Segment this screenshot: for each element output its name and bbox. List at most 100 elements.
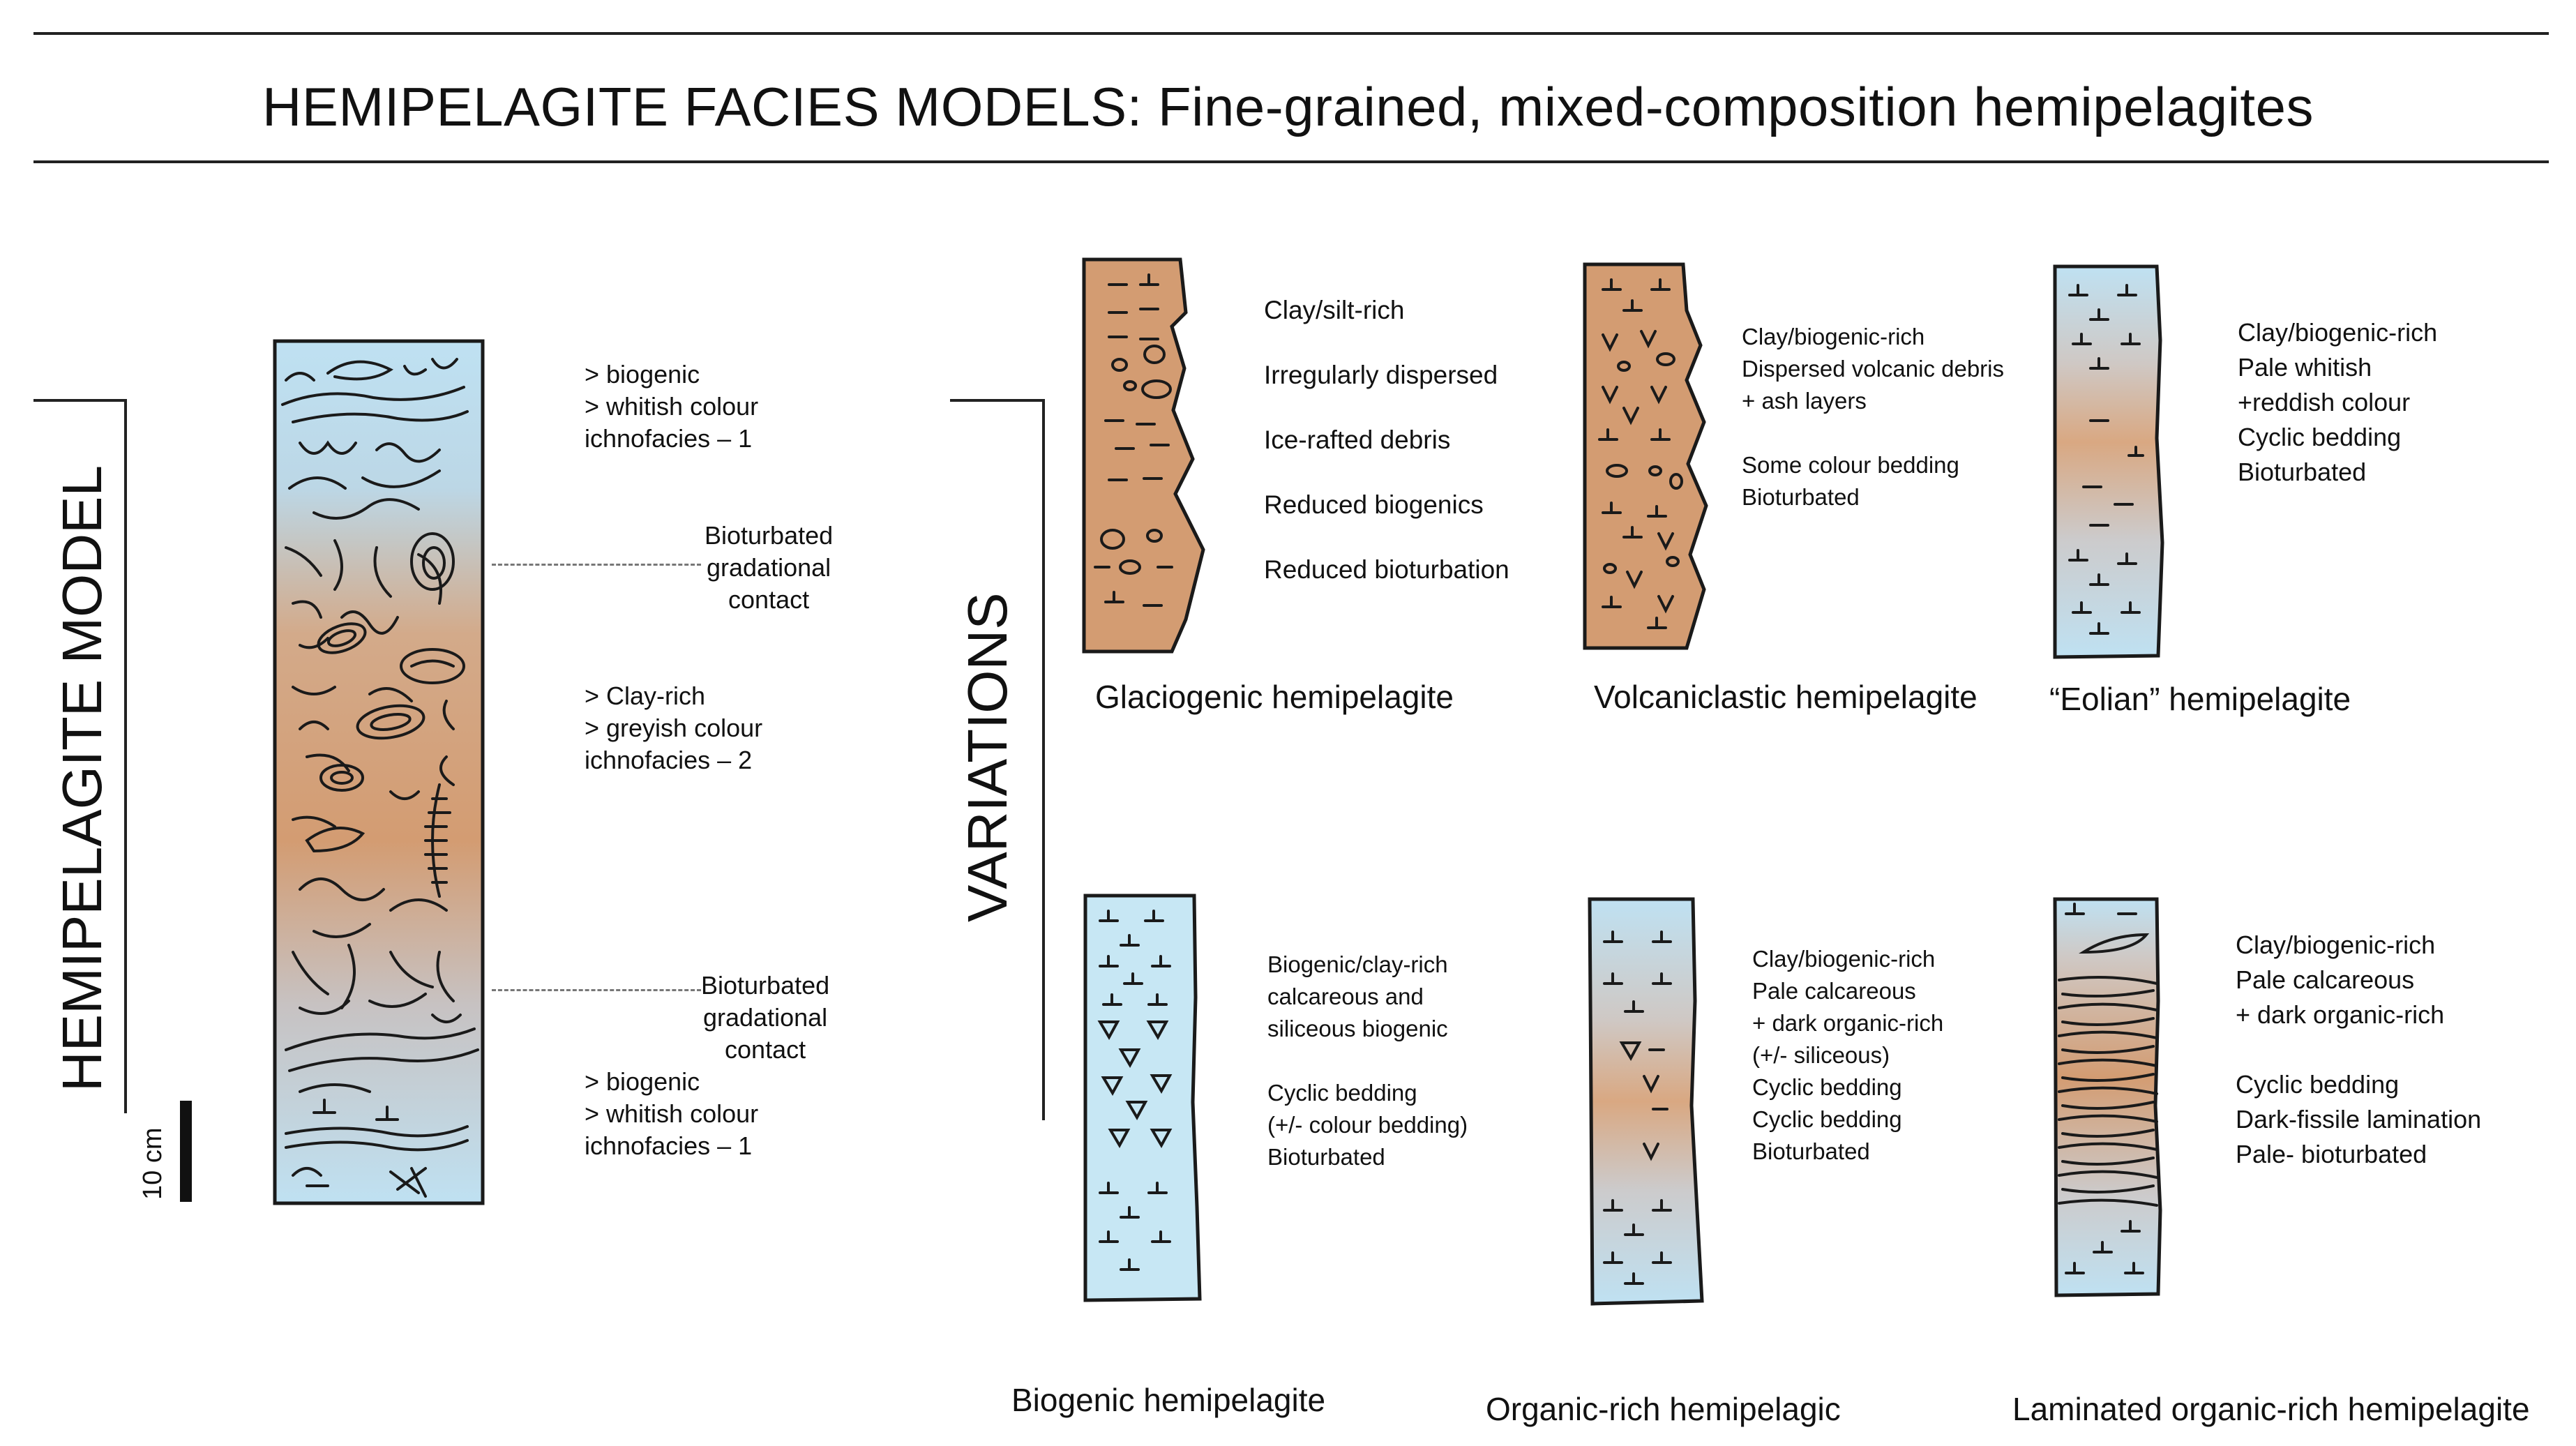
volcaniclastic-column <box>1583 262 1708 650</box>
model-note-middle-line: > Clay-rich <box>585 681 706 710</box>
volcaniclastic-note-line: Bioturbated <box>1742 484 1860 510</box>
model-note-contact-upper: Bioturbated gradational contact <box>705 520 833 616</box>
organic-caption: Organic-rich hemipelagic <box>1486 1391 1841 1427</box>
volcaniclastic-note-line: Clay/biogenic-rich <box>1742 324 1925 349</box>
laminated-column-body <box>2053 897 2162 1297</box>
model-note-bottom-line: > whitish colour <box>585 1099 759 1128</box>
eolian-note-line: Bioturbated <box>2238 458 2367 486</box>
glaciogenic-note-line: Reduced bioturbation <box>1264 555 1509 584</box>
model-note-top: > biogenic > whitish colour ichnofacies … <box>585 359 758 455</box>
volcaniclastic-note-line: Some colour bedding <box>1742 452 1959 478</box>
model-note-contact-line: gradational <box>703 1003 828 1032</box>
laminated-note-line: Dark-fissile lamination <box>2236 1105 2482 1134</box>
glaciogenic-note-line: Irregularly dispersed <box>1264 361 1498 389</box>
model-column-body <box>273 339 485 1205</box>
laminated-notes: Clay/biogenic-rich Pale calcareous + dar… <box>2236 928 2481 1172</box>
model-note-middle-line: ichnofacies – 2 <box>585 746 753 774</box>
laminated-note-line: Pale calcareous <box>2236 965 2415 994</box>
biogenic-note-line <box>1267 1045 1468 1077</box>
model-note-top-line: > biogenic <box>585 360 700 389</box>
volcaniclastic-column-body <box>1583 262 1708 650</box>
laminated-note-line: Cyclic bedding <box>2236 1070 2400 1099</box>
biogenic-note-line: Biogenic/clay-rich <box>1267 951 1448 977</box>
organic-column-body <box>1588 897 1704 1306</box>
organic-note-line: + dark organic-rich <box>1752 1010 1944 1036</box>
laminated-caption: Laminated organic-rich hemipelagite <box>2012 1391 2530 1427</box>
biogenic-note-line: calcareous and <box>1267 984 1424 1009</box>
organic-notes: Clay/biogenic-rich Pale calcareous + dar… <box>1752 943 1943 1168</box>
volcaniclastic-note-line <box>1742 417 2004 449</box>
model-note-middle-line: > greyish colour <box>585 714 763 742</box>
eolian-note-line: Clay/biogenic-rich <box>2238 318 2438 347</box>
laminated-note-line <box>2236 1032 2481 1067</box>
contact-upper-leader <box>492 564 701 566</box>
organic-note-line: Bioturbated <box>1752 1138 1870 1164</box>
biogenic-note-line: Cyclic bedding <box>1267 1080 1417 1106</box>
biogenic-caption: Biogenic hemipelagite <box>1011 1382 1326 1418</box>
scale-bar <box>180 1101 192 1202</box>
biogenic-note-line: Bioturbated <box>1267 1144 1385 1170</box>
model-note-top-line: ichnofacies – 1 <box>585 424 753 453</box>
volcaniclastic-notes: Clay/biogenic-rich Dispersed volcanic de… <box>1742 321 2004 513</box>
model-note-middle: > Clay-rich > greyish colour ichnofacies… <box>585 680 762 776</box>
glaciogenic-note-line: Ice-rafted debris <box>1264 425 1451 454</box>
eolian-column <box>2053 264 2164 659</box>
title-rule-top <box>33 32 2549 35</box>
eolian-note-line: +reddish colour <box>2238 388 2411 416</box>
organic-note-line: Cyclic bedding <box>1752 1074 1902 1100</box>
biogenic-symbols <box>1097 910 1173 1271</box>
model-note-contact-line: Bioturbated <box>701 971 830 1000</box>
biogenic-note-line: (+/- colour bedding) <box>1267 1112 1468 1138</box>
eolian-note-line: Cyclic bedding <box>2238 423 2402 451</box>
figure-title: HEMIPELAGITE FACIES MODELS: Fine-grained… <box>262 76 2314 137</box>
glaciogenic-symbols <box>1094 273 1173 607</box>
model-bioturbation-traces <box>281 358 479 1198</box>
model-note-contact-line: contact <box>728 585 810 614</box>
organic-note-line: Pale calcareous <box>1752 978 1916 1004</box>
variations-bracket <box>950 399 1045 1120</box>
laminated-note-line: + dark organic-rich <box>2236 1000 2445 1029</box>
glaciogenic-notes: Clay/silt-rich Irregularly dispersed Ice… <box>1264 278 1509 602</box>
organic-note-line: (+/- siliceous) <box>1752 1042 1890 1068</box>
volcaniclastic-note-line: Dispersed volcanic debris <box>1742 356 2005 382</box>
eolian-caption: “Eolian” hemipelagite <box>2049 681 2351 717</box>
eolian-notes: Clay/biogenic-rich Pale whitish +reddish… <box>2238 315 2437 490</box>
volcaniclastic-note-line: + ash layers <box>1742 388 1867 414</box>
model-column <box>273 339 485 1205</box>
organic-note-line: Clay/biogenic-rich <box>1752 946 1936 972</box>
eolian-note-line: Pale whitish <box>2238 353 2372 382</box>
scale-label: 10 cm <box>138 1127 167 1200</box>
biogenic-notes: Biogenic/clay-rich calcareous and silice… <box>1267 949 1468 1173</box>
glaciogenic-caption: Glaciogenic hemipelagite <box>1095 679 1454 715</box>
glaciogenic-note-line: Reduced biogenics <box>1264 490 1484 519</box>
laminated-note-line: Clay/biogenic-rich <box>2236 931 2436 959</box>
model-note-bottom-line: > biogenic <box>585 1067 700 1096</box>
model-bracket <box>33 399 127 1113</box>
model-note-bottom: > biogenic > whitish colour ichnofacies … <box>585 1066 758 1162</box>
glaciogenic-column-body <box>1082 257 1205 654</box>
title-rule-bottom <box>33 160 2549 163</box>
organic-symbols <box>1603 931 1672 1285</box>
model-note-bottom-line: ichnofacies – 1 <box>585 1131 753 1160</box>
organic-column <box>1588 897 1704 1306</box>
eolian-column-body <box>2053 264 2164 659</box>
biogenic-note-line: siliceous biogenic <box>1267 1016 1448 1041</box>
biogenic-column <box>1083 894 1202 1302</box>
model-note-contact-line: Bioturbated <box>705 521 834 550</box>
contact-lower-leader <box>492 989 701 991</box>
laminated-note-line: Pale- bioturbated <box>2236 1140 2427 1168</box>
volcaniclastic-caption: Volcaniclastic hemipelagite <box>1594 679 1978 715</box>
model-note-contact-line: contact <box>725 1035 806 1064</box>
model-note-top-line: > whitish colour <box>585 392 759 421</box>
eolian-symbols <box>2068 284 2144 635</box>
glaciogenic-note-line: Clay/silt-rich <box>1264 296 1405 324</box>
glaciogenic-column <box>1082 257 1205 654</box>
model-note-contact-lower: Bioturbated gradational contact <box>701 970 829 1066</box>
laminated-column <box>2053 897 2162 1297</box>
biogenic-column-body <box>1083 894 1202 1302</box>
organic-note-line: Cyclic bedding <box>1752 1106 1902 1132</box>
volcaniclastic-symbols <box>1598 278 1683 629</box>
variations-side-label: VARIATIONS <box>956 592 1018 922</box>
laminated-symbols <box>2058 903 2158 1274</box>
